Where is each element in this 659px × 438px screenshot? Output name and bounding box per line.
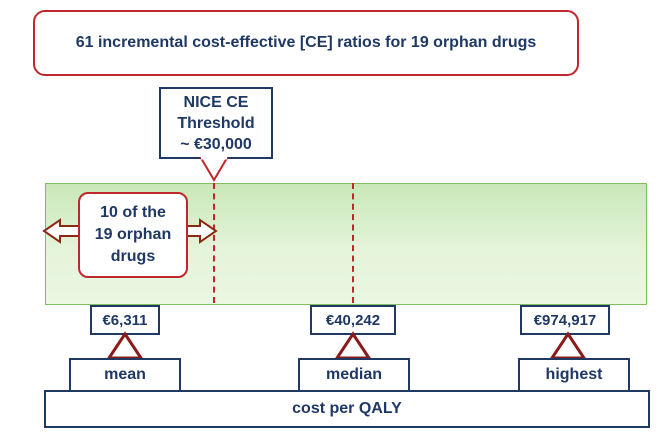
drugs-line-3: drugs: [110, 248, 156, 265]
threshold-line-1: NICE CE: [183, 93, 249, 111]
mean-value: €6,311: [102, 311, 148, 329]
title-text: 61 incremental cost-effective [CE] ratio…: [75, 34, 537, 51]
highest-value: €974,917: [533, 311, 597, 329]
cost-per-qaly-axis: cost per QALY: [44, 390, 650, 428]
median-label: median: [325, 366, 382, 383]
drugs-line-1: 10 of the: [100, 204, 166, 221]
axis-label: cost per QALY: [292, 400, 402, 417]
highest-marker-triangle: [549, 331, 587, 360]
median-value: €40,242: [325, 311, 381, 329]
threshold-dashed-line: [213, 183, 215, 303]
median-dashed-line: [352, 183, 354, 303]
threshold-line-2: Threshold: [177, 114, 255, 132]
highest-label: highest: [545, 366, 603, 383]
mean-label: mean: [104, 366, 146, 383]
median-value-box: €40,242: [310, 305, 396, 335]
orphan-drugs-callout: 10 of the 19 orphan drugs: [78, 192, 188, 278]
median-label-box: median: [298, 358, 410, 392]
nice-threshold-box: NICE CE Threshold ~ €30,000: [159, 87, 273, 159]
median-marker-triangle: [334, 331, 372, 360]
highest-value-box: €974,917: [520, 305, 610, 335]
mean-marker-triangle: [106, 331, 144, 360]
highest-label-box: highest: [518, 358, 630, 392]
mean-label-box: mean: [69, 358, 181, 392]
threshold-line-3: ~ €30,000: [180, 135, 252, 153]
title-box: 61 incremental cost-effective [CE] ratio…: [33, 10, 579, 76]
drugs-line-2: 19 orphan: [94, 226, 172, 243]
